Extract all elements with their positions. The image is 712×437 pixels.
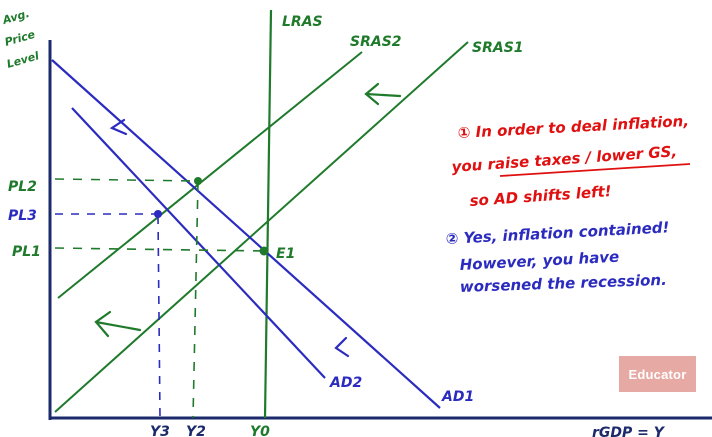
y2-guide [192, 181, 199, 419]
label-ad2: AD2 [329, 375, 362, 391]
tick-y2: Y2 [186, 424, 206, 437]
curve-labels: LRAS SRAS2 SRAS1 AD1 AD2 E1 [276, 14, 524, 405]
arrow-left-icon [334, 336, 350, 358]
tick-y3: Y3 [150, 424, 170, 437]
pl-guides [54, 178, 265, 419]
pl1-guide [54, 247, 265, 252]
point-e1 [259, 246, 269, 256]
tick-y0: Y0 [250, 424, 270, 437]
y-axis-label: Avg. Price Level [0, 7, 40, 71]
ad-shift-arrows [109, 118, 350, 358]
arrow-left-icon [109, 118, 128, 136]
note-2-line-1: ② Yes, inflation contained! [445, 218, 670, 248]
y-tick-labels: PL2 PL3 PL1 [8, 179, 41, 260]
point-pl3 [154, 210, 162, 218]
pl3-guides [55, 213, 161, 419]
label-sras1: SRAS1 [472, 40, 524, 56]
tick-pl2: PL2 [8, 179, 37, 195]
lras-line [263, 9, 273, 419]
educator-logo: Educator [619, 356, 696, 392]
ad2-line [71, 107, 326, 379]
note-1: ① In order to deal inflation, you raise … [451, 112, 689, 210]
y-axis-label-line3: Level [5, 49, 40, 71]
sras-shift-arrows [94, 82, 402, 338]
sras1-line [54, 41, 469, 413]
ad1-line [51, 59, 441, 409]
x-axis-label: rGDP = Y [592, 425, 666, 437]
point-pl2 [194, 177, 202, 185]
pl2-guide [54, 178, 199, 182]
y3-guide [157, 215, 161, 419]
note-1-line-3: so AD shifts left! [469, 182, 612, 210]
arrow-left-icon [364, 82, 402, 106]
label-sras2: SRAS2 [350, 34, 402, 50]
y-axis-label-line2: Price [3, 28, 37, 49]
arrow-left-icon [94, 310, 142, 338]
note-2: ② Yes, inflation contained! However, you… [445, 218, 670, 296]
x-tick-labels: Y3 Y2 Y0 [150, 424, 270, 437]
note-1-underline [499, 163, 691, 177]
tick-pl1: PL1 [12, 244, 41, 260]
note-2-line-3: worsened the recession. [460, 271, 668, 296]
tick-pl3: PL3 [8, 208, 37, 224]
note-1-line-1: ① In order to deal inflation, [457, 112, 689, 142]
y-axis-label-line1: Avg. [0, 7, 31, 27]
sras2-line [57, 51, 363, 299]
note-2-line-2: However, you have [459, 248, 619, 274]
label-ad1: AD1 [441, 389, 474, 405]
note-1-line-2: you raise taxes / lower GS, [451, 142, 678, 176]
label-e1: E1 [276, 246, 295, 262]
label-lras: LRAS [282, 14, 323, 30]
